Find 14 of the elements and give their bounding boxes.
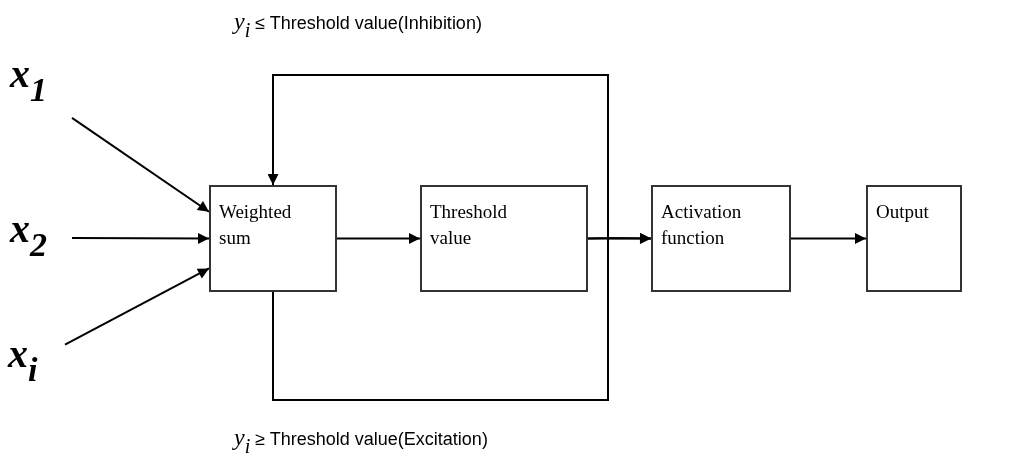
arrow [267, 74, 609, 240]
process-box: Output [866, 185, 962, 292]
input-variable: x$_{2}$ [10, 205, 72, 275]
process-box: Activation function [651, 185, 791, 292]
input-variable: x$_{1}$ [10, 50, 72, 120]
process-box: Weighted sum [209, 185, 337, 292]
arrow [64, 267, 210, 346]
input-variable: x$_{i}$ [8, 330, 65, 400]
arrow [272, 232, 652, 401]
arrow [71, 116, 210, 213]
arrow [71, 232, 210, 244]
arrow [336, 233, 421, 244]
process-box: Threshold value [420, 185, 588, 292]
arrow [790, 233, 867, 244]
